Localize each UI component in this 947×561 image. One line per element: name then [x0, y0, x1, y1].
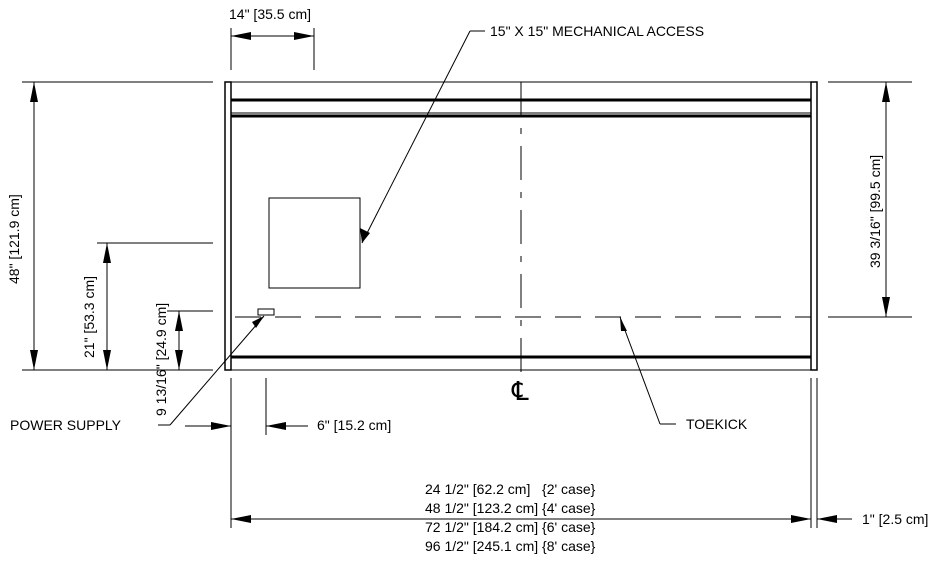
dim-9-13-16-label: 9 13/16" [24.9 cm]	[153, 303, 169, 416]
mechanical-access-panel	[268, 197, 361, 289]
dim-6-label: 6" [15.2 cm]	[317, 417, 391, 433]
case-width-4ft: 48 1/2" [123.2 cm] {4' case}	[425, 500, 596, 516]
dim-21-label: 21" [53.3 cm]	[81, 276, 97, 358]
toekick-leader	[619, 316, 661, 425]
access-label: 15" X 15" MECHANICAL ACCESS	[490, 23, 704, 39]
access-leader	[361, 30, 471, 244]
case-width-8ft: 96 1/2" [245.1 cm] {8' case}	[425, 538, 596, 554]
dim-overall-height-label: 48" [121.9 cm]	[6, 194, 22, 284]
case-width-6ft: 72 1/2" [184.2 cm] {6' case}	[425, 519, 596, 535]
dim-right-height-label: 39 3/16" [99.5 cm]	[867, 155, 883, 268]
power-supply-leader	[169, 315, 265, 426]
dim-top-width: 14" [35.5 cm]	[229, 6, 315, 70]
case-width-2ft: 24 1/2" [62.2 cm] {2' case}	[425, 481, 596, 497]
power-supply-box	[257, 308, 275, 316]
dim-1-label: 1" [2.5 cm]	[862, 511, 928, 527]
left-end-panel	[224, 81, 232, 371]
toekick-label: TOEKICK	[686, 416, 748, 432]
power-supply-label: POWER SUPPLY	[10, 417, 122, 433]
dim-case-width: 1" [2.5 cm] 24 1/2" [62.2 cm] {2' case} …	[230, 378, 928, 554]
centerline-symbol: ℄	[511, 376, 529, 406]
dim-top-width-label: 14" [35.5 cm]	[229, 6, 311, 22]
dim-9-13-16: 9 13/16" [24.9 cm]	[153, 303, 213, 416]
dim-right-height: 39 3/16" [99.5 cm]	[828, 81, 912, 318]
right-end-panel	[810, 81, 818, 371]
dim-6: 6" [15.2 cm]	[185, 378, 391, 435]
dim-21: 21" [53.3 cm]	[81, 242, 213, 370]
dim-overall-height: 48" [121.9 cm]	[6, 81, 213, 371]
